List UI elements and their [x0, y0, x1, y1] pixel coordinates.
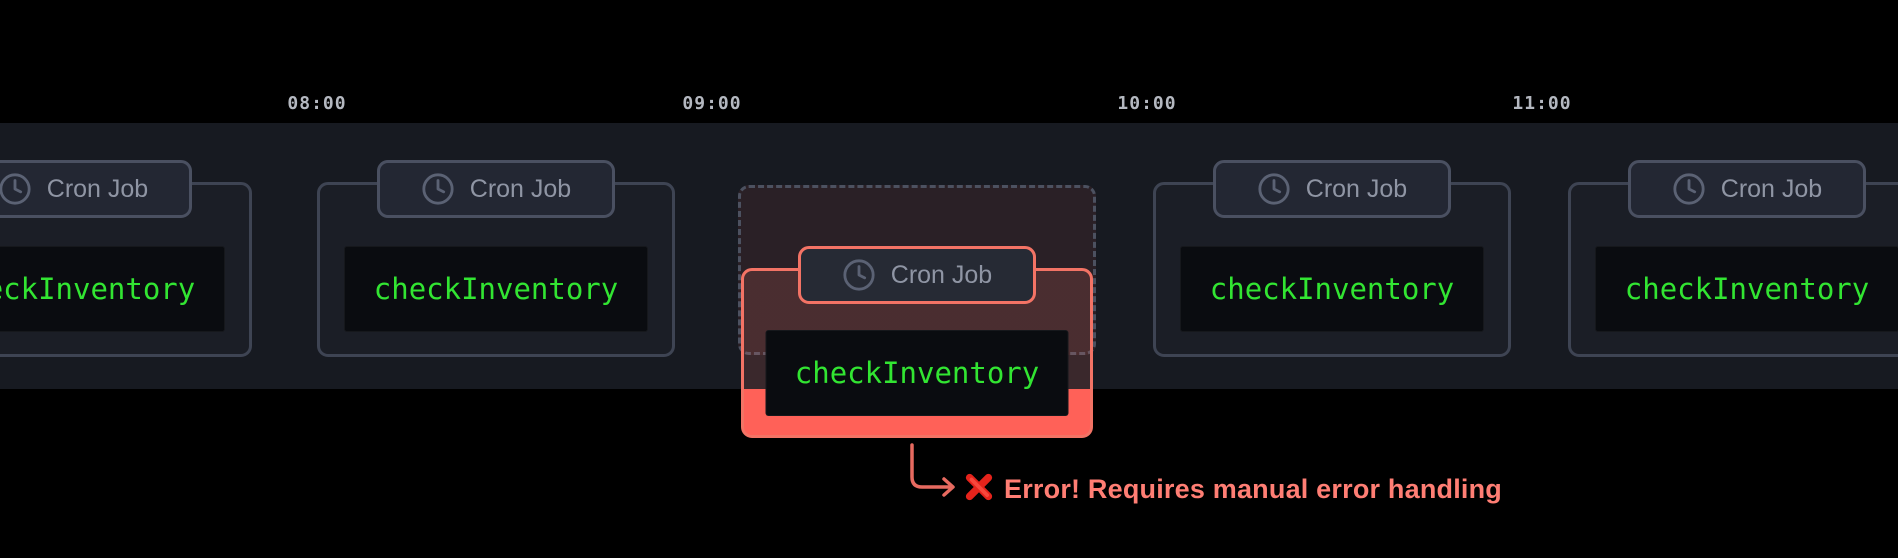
function-name: checkInventory [1624, 272, 1870, 306]
error-message: Error! Requires manual error handling [1004, 474, 1503, 504]
badge-label: Cron Job [1305, 174, 1408, 203]
function-box: checkInventory [0, 246, 225, 332]
function-name: checkInventory [373, 272, 619, 306]
badge-label: Cron Job [1720, 174, 1823, 203]
time-label-1000: 10:00 [1117, 93, 1177, 114]
cron-job-card: Cron Job checkInventory [317, 160, 675, 357]
cron-job-card: Cron Job checkInventory [1153, 160, 1511, 357]
cron-job-card: Cron Job checkInventory [1568, 160, 1898, 357]
function-box: checkInventory [344, 246, 648, 332]
cron-job-badge: Cron Job [377, 160, 615, 218]
clock-icon [1673, 173, 1705, 205]
cron-job-card: Cron Job checkInventory [0, 160, 252, 357]
function-name: checkInventory [1209, 272, 1455, 306]
function-box: checkInventory [765, 330, 1069, 416]
time-label-0800: 08:00 [287, 93, 347, 114]
time-label-0900: 09:00 [682, 93, 742, 114]
cron-job-card-failed: Cron Job checkInventory [741, 246, 1093, 438]
badge-label: Cron Job [46, 174, 149, 203]
badge-label: Cron Job [890, 260, 993, 289]
cron-job-badge: Cron Job [798, 246, 1036, 304]
cron-job-badge: Cron Job [1628, 160, 1866, 218]
function-box: checkInventory [1595, 246, 1898, 332]
clock-icon [0, 173, 31, 205]
error-pointer-arrow [910, 443, 955, 497]
function-box: checkInventory [1180, 246, 1484, 332]
clock-icon [843, 259, 875, 291]
time-label-1100: 11:00 [1512, 93, 1572, 114]
badge-label: Cron Job [469, 174, 572, 203]
clock-icon [1258, 173, 1290, 205]
cron-job-badge: Cron Job [0, 160, 192, 218]
function-name: checkInventory [794, 356, 1040, 390]
error-x-icon [965, 473, 993, 501]
function-name: checkInventory [0, 272, 196, 306]
clock-icon [422, 173, 454, 205]
cron-job-badge: Cron Job [1213, 160, 1451, 218]
